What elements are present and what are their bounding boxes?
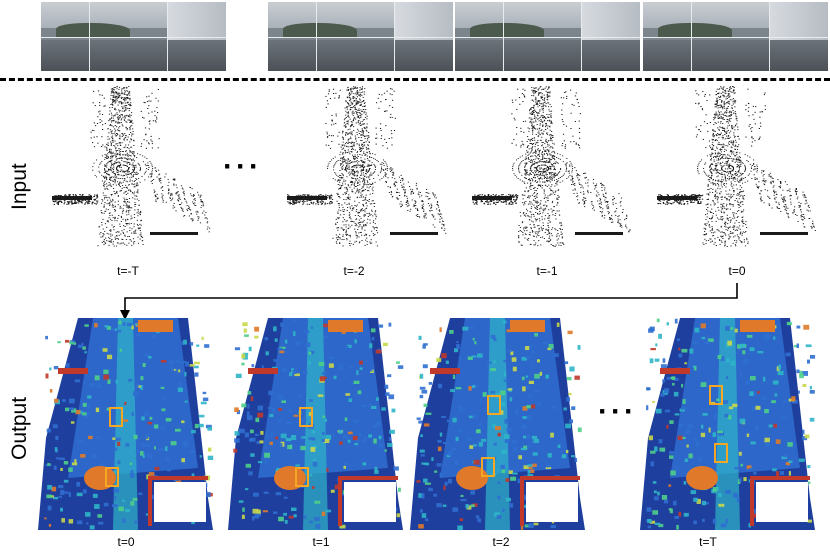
input-ellipsis: ··· [223,150,262,183]
input-pointcloud-t-minus-1 [472,86,631,247]
output-occupancy-t-0 [38,318,214,530]
output-occupancy-t-1 [228,318,404,530]
camera-image-t-minus-2 [268,2,453,71]
output-occupancy-t-2 [410,318,585,531]
input-time-label: t=0 [728,264,746,278]
input-time-label: t=-T [117,264,139,278]
input-pointcloud-t-minus-2 [287,86,447,247]
input-time-label: t=-1 [536,264,558,278]
output-ellipsis: ··· [598,395,637,428]
output-time-label: t=T [699,535,717,549]
section-divider [0,78,830,81]
output-occupancy-t-T [640,318,816,530]
output-time-label: t=2 [492,535,510,549]
output-time-label: t=1 [312,535,330,549]
input-time-label: t=-2 [343,264,365,278]
output-time-label: t=0 [117,535,135,549]
camera-image-t-minus-T [41,2,226,71]
camera-image-t-0 [643,2,828,71]
input-pointcloud-t-0 [657,86,816,247]
input-pointcloud-t-minus-T [52,86,211,247]
camera-image-t-minus-1 [455,2,640,71]
